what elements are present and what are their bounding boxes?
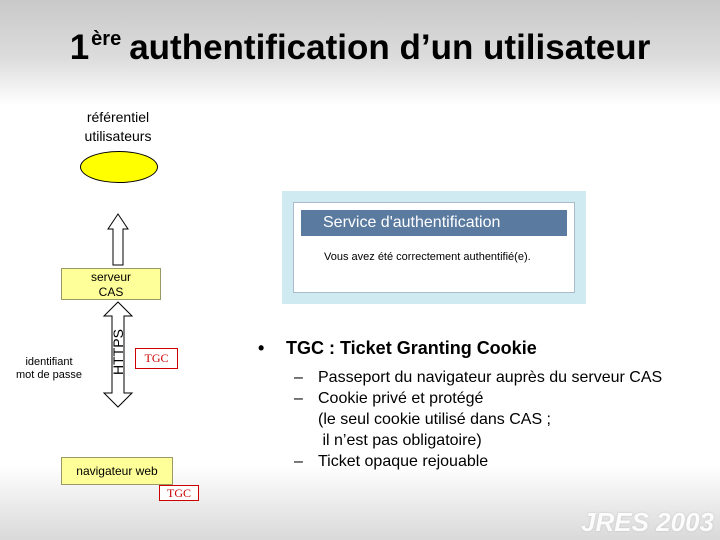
sub-bullet: – Ticket opaque rejouable [258,451,662,472]
cas-window-header: Service d'authentification [301,210,567,236]
web-browser-box: navigateur web [61,457,173,485]
dash-icon: – [294,390,303,407]
title-text: authentification d’un utilisateur [129,28,651,67]
sub-bullet-continuation: il n’est pas obligatoire) [258,430,662,451]
bullet-main: • TGC : Ticket Granting Cookie [258,338,662,359]
sub-bullet-text: Cookie privé et protégé [318,390,484,407]
sub-bullet-text: il n’est pas obligatoire) [318,432,482,449]
cas-server-box: serveur CAS [61,268,161,300]
sub-bullet-text: Ticket opaque rejouable [318,453,489,470]
sub-bullet: – Cookie privé et protégé [258,388,662,409]
referential-line1: référentiel [86,109,150,125]
server-line1: serveur [90,270,131,284]
sub-bullet-text: (le seul cookie utilisé dans CAS ; [318,411,551,428]
bullet-main-text: TGC : Ticket Granting Cookie [286,338,537,358]
sub-bullet-text: Passeport du navigateur auprès du serveu… [318,369,663,386]
credentials-line2: mot de passe [15,369,83,381]
sub-bullet-continuation: (le seul cookie utilisé dans CAS ; [258,409,662,430]
https-double-arrow [102,301,134,408]
user-directory-ellipse [80,151,158,183]
dash-icon: – [294,453,303,470]
cas-success-message: Vous avez été correctement authentifié(e… [324,251,531,263]
referential-line2: utilisateurs [84,128,152,144]
cas-screenshot-panel: Service d'authentification Vous avez été… [282,191,586,304]
tgc-badge-lower: TGC [159,485,199,501]
bullet-dot-icon: • [258,338,265,358]
referential-label: référentiel utilisateurs [58,108,178,146]
dash-icon: – [294,369,303,386]
cas-window: Service d'authentification Vous avez été… [293,202,575,293]
server-line2: CAS [98,285,124,299]
credentials-line1: identifiant [25,356,73,368]
title-ordinal: 1 [69,28,90,67]
server-to-directory-arrow [107,213,129,266]
sub-bullet: – Passeport du navigateur auprès du serv… [258,367,662,388]
title-band [0,0,720,105]
jres-watermark: JRES 2003 [581,507,714,537]
credentials-label: identifiant mot de passe [5,356,93,382]
bullet-list: • TGC : Ticket Granting Cookie – Passepor… [258,338,662,472]
title-ordinal-suffix: ère [91,28,122,50]
tgc-badge-upper: TGC [135,348,178,369]
https-label: HTTPS [110,329,126,375]
